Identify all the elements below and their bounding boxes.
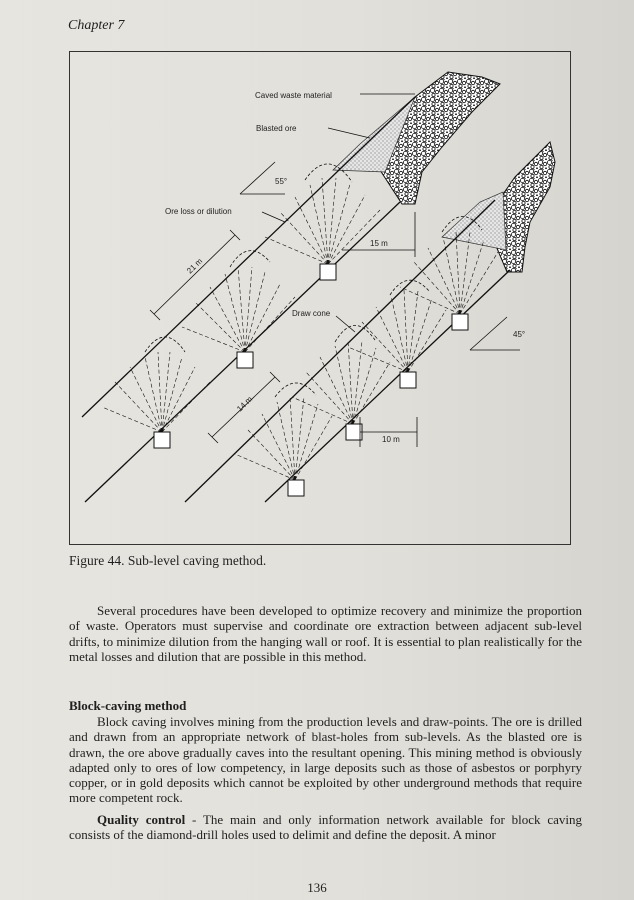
page-number: 136	[307, 880, 327, 895]
footwall-lower	[264, 269, 511, 503]
chapter-header: Chapter 7	[68, 18, 125, 33]
label-21m: 21 m	[185, 256, 204, 275]
drifts	[153, 263, 469, 497]
label-draw-cone: Draw cone	[292, 309, 331, 318]
figure-44-box: Caved waste material Blasted ore Ore los…	[69, 51, 571, 545]
hanging-wall-upper	[81, 96, 416, 418]
label-14m: 14 m	[235, 394, 254, 413]
sub-level-caving-diagram: Caved waste material Blasted ore Ore los…	[81, 71, 556, 503]
paragraph-optimize-recovery: Several procedures have been developed t…	[69, 603, 582, 664]
label-15m: 15 m	[370, 239, 388, 248]
blast-fans-lower	[234, 230, 499, 481]
quality-control-heading: Quality control	[97, 812, 186, 827]
paragraph-quality-control: Quality control - The main and only info…	[69, 812, 582, 843]
caved-waste-upper	[379, 71, 501, 205]
label-caved-waste: Caved waste material	[255, 91, 332, 100]
label-10m: 10 m	[382, 435, 400, 444]
label-angle-45: 45°	[513, 330, 525, 339]
label-blasted-ore: Blasted ore	[256, 124, 297, 133]
paragraph-block-caving: Block caving involves mining from the pr…	[69, 714, 582, 806]
paragraph-text: Quality control - The main and only info…	[69, 812, 582, 843]
label-angle-55: 55°	[275, 177, 287, 186]
label-ore-loss: Ore loss or dilution	[165, 207, 232, 216]
paragraph-text: Several procedures have been developed t…	[69, 603, 582, 664]
figure-caption: Figure 44. Sub-level caving method.	[69, 553, 267, 568]
paragraph-text: Block caving involves mining from the pr…	[69, 714, 582, 806]
draw-cones	[144, 163, 483, 398]
blast-fans-upper	[101, 177, 381, 433]
hanging-wall-lower	[184, 199, 496, 503]
quality-control-text: - The main and only information network …	[69, 812, 583, 843]
section-heading-block-caving: Block-caving method	[69, 698, 187, 713]
